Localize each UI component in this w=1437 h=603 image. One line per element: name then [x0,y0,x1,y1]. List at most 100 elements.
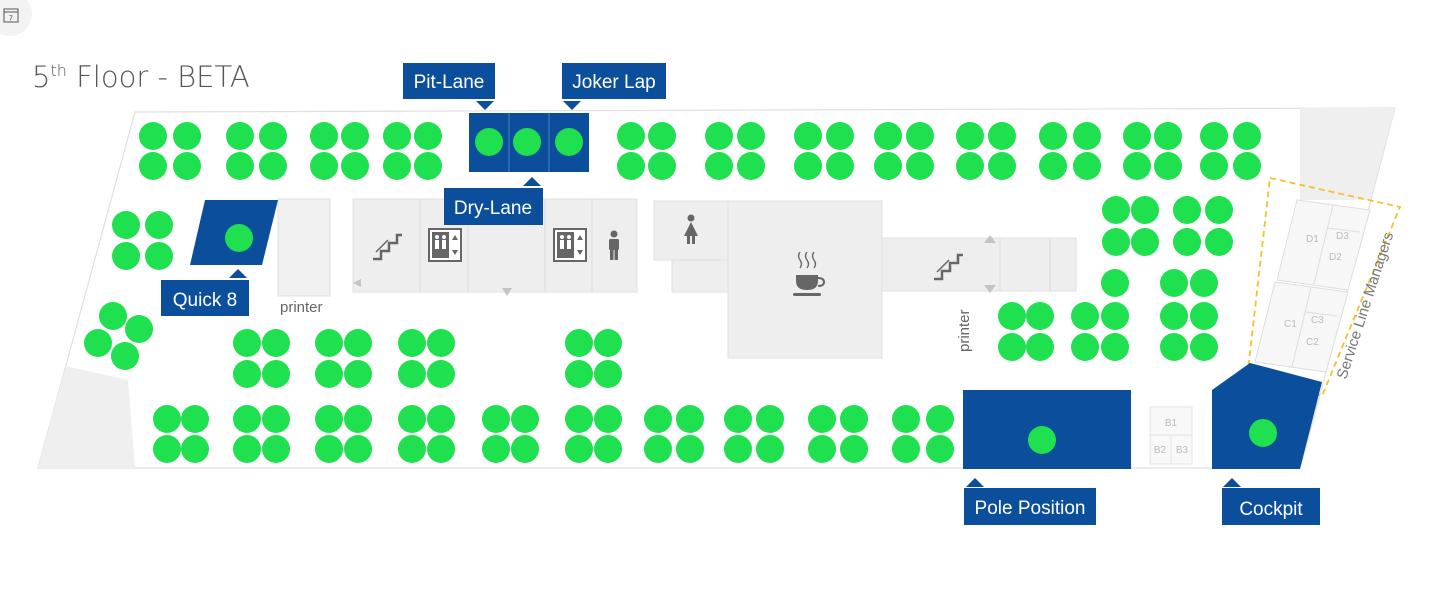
desk-seat-available[interactable] [1028,426,1056,454]
cockpit-label[interactable]: Cockpit [1222,478,1320,525]
desk-seat-available[interactable] [153,405,181,433]
desk-seat-available[interactable] [565,329,593,357]
desk-seat-available[interactable] [826,152,854,180]
desk-seat-available[interactable] [594,329,622,357]
desk-seat-available[interactable] [262,360,290,388]
desk-seat-available[interactable] [262,435,290,463]
desk-seat-available[interactable] [1073,122,1101,150]
desk-seat-available[interactable] [956,122,984,150]
desk-seat-available[interactable] [1101,302,1129,330]
desk-seat-available[interactable] [1071,302,1099,330]
desk-seat-available[interactable] [998,302,1026,330]
dry-lane-label[interactable]: Dry-Lane [444,177,543,225]
desk-seat-available[interactable] [926,405,954,433]
desk-seat-available[interactable] [1233,122,1261,150]
desk-seat-available[interactable] [1160,333,1188,361]
desk-seat-available[interactable] [145,211,173,239]
pit-lane-label[interactable]: Pit-Lane [403,63,495,110]
desk-seat-available[interactable] [427,405,455,433]
desk-seat-available[interactable] [1205,228,1233,256]
joker-lap-label[interactable]: Joker Lap [562,63,666,110]
desk-seat-available[interactable] [181,405,209,433]
desk-seat-available[interactable] [874,152,902,180]
desk-seat-available[interactable] [617,152,645,180]
desk-seat-available[interactable] [644,435,672,463]
desk-seat-available[interactable] [826,122,854,150]
pole-position-label[interactable]: Pole Position [964,478,1096,525]
desk-seat-available[interactable] [414,152,442,180]
desk-seat-available[interactable] [906,152,934,180]
desk-seat-available[interactable] [112,242,140,270]
desk-seat-available[interactable] [1190,302,1218,330]
desk-seat-available[interactable] [341,152,369,180]
desk-seat-available[interactable] [262,405,290,433]
desk-seat-available[interactable] [475,128,503,156]
desk-seat-available[interactable] [648,152,676,180]
desk-seat-available[interactable] [344,405,372,433]
desk-seat-available[interactable] [344,435,372,463]
desk-seat-available[interactable] [565,360,593,388]
desk-seat-available[interactable] [233,360,261,388]
desk-seat-available[interactable] [398,360,426,388]
desk-seat-available[interactable] [956,152,984,180]
desk-seat-available[interactable] [906,122,934,150]
desk-seat-available[interactable] [513,128,541,156]
desk-seat-available[interactable] [676,435,704,463]
desk-seat-available[interactable] [756,435,784,463]
desk-seat-available[interactable] [344,329,372,357]
desk-seat-available[interactable] [808,435,836,463]
desk-seat-available[interactable] [1131,196,1159,224]
desk-seat-available[interactable] [1154,122,1182,150]
desk-seat-available[interactable] [676,405,704,433]
desk-seat-available[interactable] [226,122,254,150]
desk-seat-available[interactable] [644,405,672,433]
desk-seat-available[interactable] [724,405,752,433]
desk-seat-available[interactable] [310,122,338,150]
desk-seat-available[interactable] [1190,333,1218,361]
desk-seat-available[interactable] [383,152,411,180]
desk-seat-available[interactable] [1102,228,1130,256]
desk-seat-available[interactable] [181,435,209,463]
desk-seat-available[interactable] [153,435,181,463]
room-cockpit[interactable] [1212,363,1322,469]
desk-seat-available[interactable] [1173,196,1201,224]
desk-seat-available[interactable] [233,435,261,463]
desk-seat-available[interactable] [1233,152,1261,180]
desk-seat-available[interactable] [737,152,765,180]
desk-seat-available[interactable] [808,405,836,433]
desk-seat-available[interactable] [1249,419,1277,447]
desk-seat-available[interactable] [1200,152,1228,180]
desk-seat-available[interactable] [737,122,765,150]
desk-seat-available[interactable] [756,405,784,433]
desk-seat-available[interactable] [594,435,622,463]
desk-seat-available[interactable] [724,435,752,463]
desk-seat-available[interactable] [892,405,920,433]
desk-seat-available[interactable] [315,435,343,463]
desk-seat-available[interactable] [648,122,676,150]
desk-seat-available[interactable] [1160,302,1188,330]
desk-seat-available[interactable] [226,152,254,180]
desk-seat-available[interactable] [315,329,343,357]
desk-seat-available[interactable] [344,360,372,388]
desk-seat-available[interactable] [1205,196,1233,224]
desk-seat-available[interactable] [262,329,290,357]
desk-seat-available[interactable] [99,302,127,330]
desk-seat-available[interactable] [173,152,201,180]
desk-seat-available[interactable] [555,128,583,156]
desk-seat-available[interactable] [1101,269,1129,297]
desk-seat-available[interactable] [1173,228,1201,256]
desk-seat-available[interactable] [926,435,954,463]
desk-seat-available[interactable] [1131,228,1159,256]
desk-seat-available[interactable] [1190,269,1218,297]
desk-seat-available[interactable] [310,152,338,180]
desk-seat-available[interactable] [427,329,455,357]
desk-seat-available[interactable] [315,360,343,388]
desk-seat-available[interactable] [139,122,167,150]
desk-seat-available[interactable] [125,315,153,343]
desk-seat-available[interactable] [427,435,455,463]
desk-seat-available[interactable] [840,435,868,463]
desk-seat-available[interactable] [1123,152,1151,180]
desk-seat-available[interactable] [594,360,622,388]
desk-seat-available[interactable] [998,333,1026,361]
desk-seat-available[interactable] [233,405,261,433]
